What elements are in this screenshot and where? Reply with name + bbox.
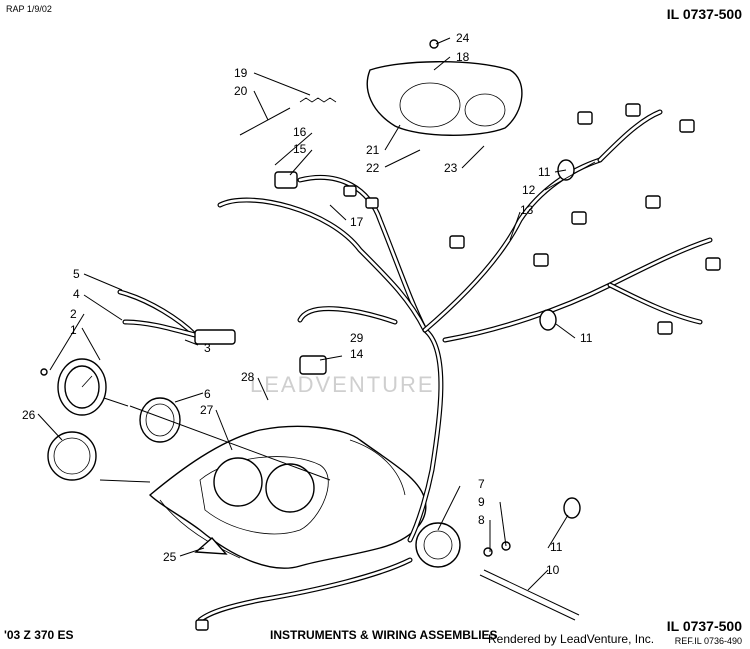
screw-and-spring xyxy=(239,97,337,136)
callout-22: 22 xyxy=(366,161,380,175)
callout-1: 1 xyxy=(70,323,77,337)
warning-decal xyxy=(194,537,228,555)
leader-lines xyxy=(37,37,596,591)
callout-9: 9 xyxy=(478,495,485,509)
callout-12: 12 xyxy=(522,183,536,197)
rendered-by-credit: Rendered by LeadVenture, Inc. xyxy=(488,632,655,646)
callout-27: 27 xyxy=(200,403,214,417)
callout-labels: 1 2 3 4 5 6 7 8 9 10 11 11 11 12 13 14 1… xyxy=(22,31,593,577)
model-name: '03 Z 370 ES xyxy=(4,628,74,642)
callout-18: 18 xyxy=(456,50,470,64)
upper-instrument-cluster xyxy=(366,39,523,136)
switch-connector xyxy=(274,171,298,189)
instrument-housing xyxy=(148,425,427,569)
grommet xyxy=(539,309,557,331)
illustration-number: IL 0737-500 xyxy=(666,6,742,22)
callout-17: 17 xyxy=(350,215,364,229)
callout-7: 7 xyxy=(478,477,485,491)
callout-21: 21 xyxy=(366,143,380,157)
callout-14: 14 xyxy=(350,347,364,361)
gauge-lens xyxy=(47,431,97,481)
callout-11-middle: 11 xyxy=(580,331,593,345)
gauge-bulb-harness xyxy=(117,289,236,345)
callout-25: 25 xyxy=(163,550,177,564)
callout-26: 26 xyxy=(22,408,36,422)
callout-4: 4 xyxy=(73,287,80,301)
callout-20: 20 xyxy=(234,84,248,98)
callout-23: 23 xyxy=(444,161,458,175)
callout-28: 28 xyxy=(241,370,255,384)
callout-29: 29 xyxy=(350,331,364,345)
harness-connectors xyxy=(195,103,721,631)
page-title: INSTRUMENTS & WIRING ASSEMBLIES xyxy=(270,628,498,642)
callout-10: 10 xyxy=(546,563,560,577)
gauge-lens-inner xyxy=(53,437,91,475)
callout-6: 6 xyxy=(204,387,211,401)
gauge-bezel-inner xyxy=(145,403,175,437)
reference-number: REF.IL 0736-490 xyxy=(674,636,742,646)
revision-date: RAP 1/9/02 xyxy=(6,4,52,14)
callout-16: 16 xyxy=(293,125,307,139)
callout-5: 5 xyxy=(73,267,80,281)
illustration-number-footer: IL 0737-500 xyxy=(666,618,742,634)
speedometer-gauge xyxy=(40,358,129,416)
callout-11-top: 11 xyxy=(538,165,551,179)
callout-13: 13 xyxy=(520,203,534,217)
callout-15: 15 xyxy=(293,142,307,156)
callout-2: 2 xyxy=(70,307,77,321)
watermark-text: LEADVENTURE xyxy=(250,372,435,397)
callout-19: 19 xyxy=(234,66,248,80)
callout-11-bottom: 11 xyxy=(550,540,563,554)
grommet xyxy=(563,497,581,519)
callout-24: 24 xyxy=(456,31,470,45)
callout-3: 3 xyxy=(204,341,211,355)
callout-8: 8 xyxy=(478,513,485,527)
relay xyxy=(299,355,327,375)
